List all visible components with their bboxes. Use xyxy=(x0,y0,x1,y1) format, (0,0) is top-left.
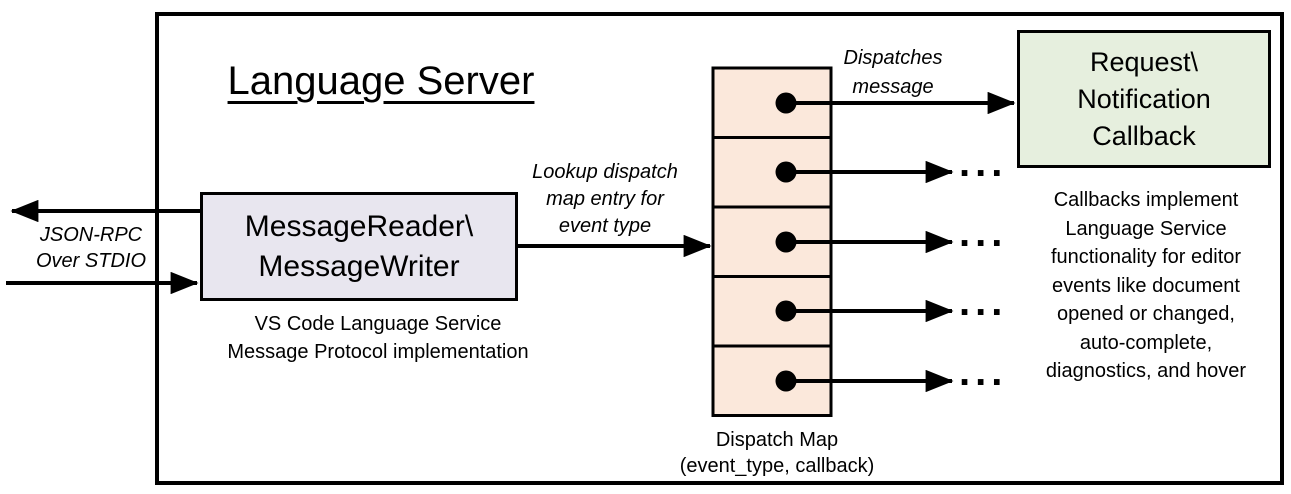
callback-note-line2: Language Service xyxy=(1065,217,1227,240)
callback-box-line3: Callback xyxy=(1092,120,1196,151)
ellipsis-row5: ... xyxy=(959,350,1008,394)
lookup-label-line3: event type xyxy=(558,215,652,237)
reader-box-line2: MessageWriter xyxy=(258,249,460,283)
callback-note-line5: opened or changed, xyxy=(1057,303,1235,325)
callback-note-line6: auto-complete, xyxy=(1079,331,1213,354)
callback-note-line7: diagnostics, and hover xyxy=(1045,360,1247,382)
dispatches-message-label: Dispatches message xyxy=(818,44,968,102)
dispatches-label-line2: message xyxy=(852,76,934,98)
json-rpc-stdio-label-line1: JSON-RPC xyxy=(39,224,143,246)
reader-caption-line2: Message Protocol implementation xyxy=(227,341,529,363)
dispatch-map-caption-line2: (event_type, callback) xyxy=(679,455,875,477)
callback-note-line4: events like document xyxy=(1052,274,1240,297)
callback-box-line1: Request\ xyxy=(1089,46,1199,77)
diagram-title: Language Server xyxy=(227,59,535,103)
json-rpc-stdio-label-line2: Over STDIO xyxy=(35,250,146,272)
ellipsis-row4: ... xyxy=(959,280,1008,324)
language-server-boundary xyxy=(155,12,1284,485)
ellipsis-row3: ... xyxy=(959,211,1008,255)
callback-box-line2: Notification xyxy=(1077,83,1211,114)
json-rpc-stdio-label: JSON-RPC Over STDIO xyxy=(18,222,164,274)
lookup-label-line2: map entry for xyxy=(546,188,664,210)
callback-note: Callbacks implement Language Service fun… xyxy=(1006,186,1286,386)
dispatch-map-caption-line1: Dispatch Map xyxy=(715,429,839,451)
message-reader-writer-box: MessageReader\ MessageWriter xyxy=(200,192,518,301)
ellipsis-row2: ... xyxy=(959,141,1008,185)
dispatch-map-caption: Dispatch Map (event_type, callback) xyxy=(640,427,914,479)
callback-note-line3: functionality for editor xyxy=(1050,246,1242,268)
reader-box-line1: MessageReader\ xyxy=(244,209,474,243)
reader-box-caption: VS Code Language Service Message Protoco… xyxy=(203,310,553,366)
dispatches-label-line1: Dispatches xyxy=(843,47,943,69)
lookup-label-line1: Lookup dispatch xyxy=(532,161,678,183)
reader-caption-line1: VS Code Language Service xyxy=(254,313,502,335)
lookup-dispatch-label: Lookup dispatch map entry for event type xyxy=(505,159,705,240)
callback-note-line1: Callbacks implement xyxy=(1053,189,1239,211)
request-notification-callback-box: Request\ Notification Callback xyxy=(1017,30,1271,168)
